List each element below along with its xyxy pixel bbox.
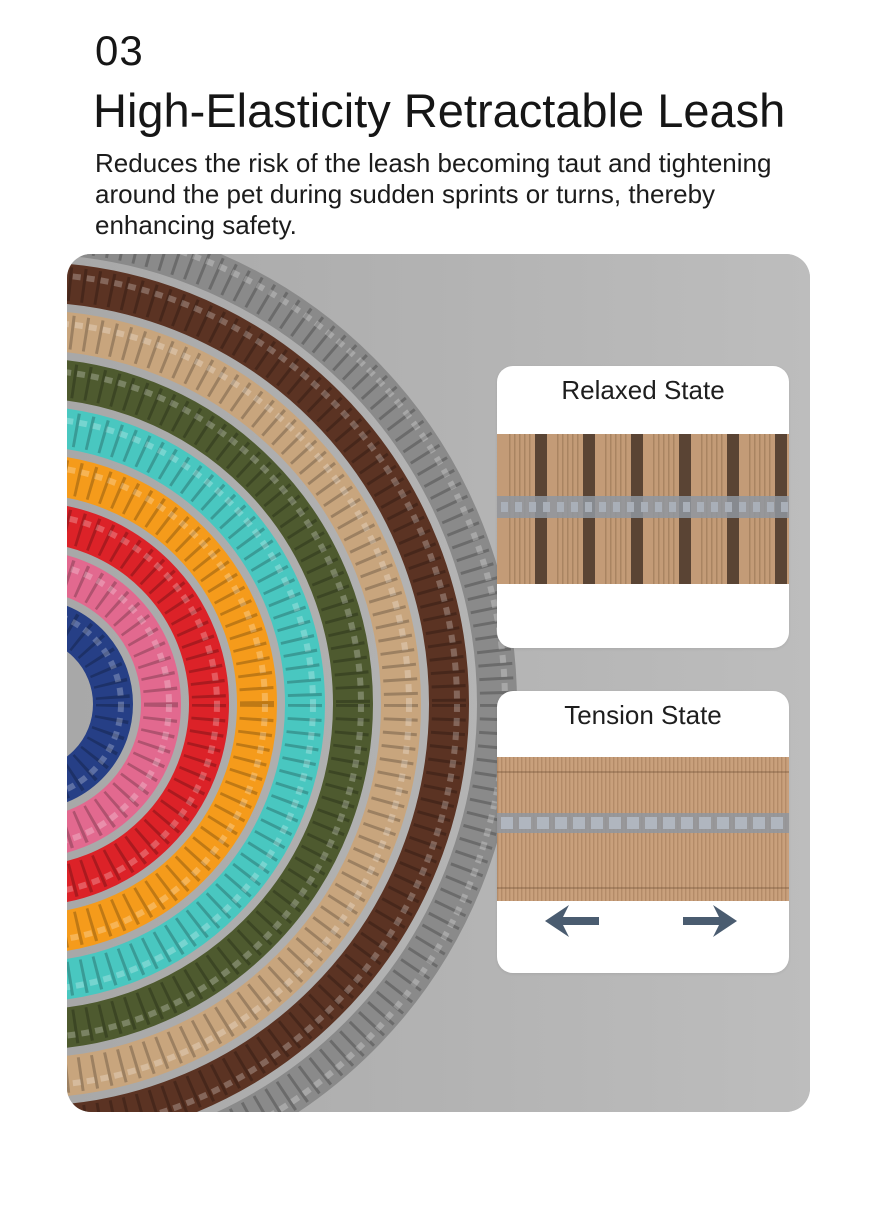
reflective-stitch	[609, 817, 621, 829]
reflective-stitch	[501, 817, 513, 829]
reflective-stitch	[585, 502, 592, 512]
rope-highlight	[67, 515, 220, 893]
reflective-stitch	[739, 502, 746, 512]
feature-title: High-Elasticity Retractable Leash	[93, 84, 786, 137]
reflective-stitch	[519, 817, 531, 829]
reflective-stitch	[571, 502, 578, 512]
rope-highlight	[67, 564, 172, 844]
reflective-stitch	[735, 817, 747, 829]
relaxed-state-label: Relaxed State	[561, 375, 725, 405]
reflective-stitch	[627, 502, 634, 512]
webbing-edge	[497, 771, 789, 773]
reflective-stitch	[627, 817, 639, 829]
reflective-stitch	[767, 502, 774, 512]
rope-highlight	[67, 417, 316, 991]
tension-state-label: Tension State	[564, 700, 722, 730]
rope-braid-texture	[67, 609, 130, 799]
rope-braid-texture	[67, 363, 370, 1045]
reflective-stitch	[599, 502, 606, 512]
reflective-stitch	[663, 817, 675, 829]
arrow-left-icon	[545, 905, 599, 937]
rope-coil	[67, 506, 229, 902]
rope-braid-texture	[67, 558, 178, 850]
rope-highlight	[67, 615, 124, 793]
reflective-stitch	[711, 502, 718, 512]
reflective-stitch	[699, 817, 711, 829]
reflective-stitch	[557, 502, 564, 512]
rope-braid-texture	[67, 411, 322, 997]
feature-description: Reduces the risk of the leash becoming t…	[95, 148, 772, 240]
reflective-stitch	[501, 502, 508, 512]
rope-braid-texture	[67, 460, 274, 948]
rope-coil	[67, 605, 133, 803]
reflective-stitch	[537, 817, 549, 829]
reflective-stitch	[725, 502, 732, 512]
rope-highlight	[67, 466, 268, 942]
reflective-stitch	[683, 502, 690, 512]
reflective-stitch	[669, 502, 676, 512]
reflective-stitch	[515, 502, 522, 512]
rope-braid-texture	[67, 266, 466, 1112]
reflective-stitch	[697, 502, 704, 512]
tension-webbing-image	[497, 757, 789, 901]
reflective-stitch	[681, 817, 693, 829]
reflective-stitch	[771, 817, 783, 829]
rope-braid-texture	[67, 315, 418, 1093]
reflective-stitch	[555, 817, 567, 829]
arrow-right-icon	[683, 905, 737, 937]
relaxed-webbing-image	[497, 434, 789, 584]
reflective-stitch	[655, 502, 662, 512]
feature-number: 03	[95, 27, 144, 74]
reflective-stitch	[529, 502, 536, 512]
rope-highlight	[67, 272, 460, 1112]
rope-highlight	[67, 369, 364, 1039]
rope-highlight	[67, 321, 412, 1087]
webbing-edge	[497, 887, 789, 889]
reflective-stitch	[753, 817, 765, 829]
reflective-stitch	[641, 502, 648, 512]
reflective-stitch	[781, 502, 788, 512]
reflective-stitch	[645, 817, 657, 829]
rope-braid-texture	[67, 509, 226, 899]
reflective-stitch	[591, 817, 603, 829]
product-photo-panel: Relaxed State Tension State	[67, 254, 810, 1112]
reflective-stitch	[573, 817, 585, 829]
reflective-stitch	[613, 502, 620, 512]
reflective-stitch	[543, 502, 550, 512]
rope-coil	[67, 457, 277, 951]
rope-coil	[67, 360, 373, 1048]
relaxed-state-card: Relaxed State	[497, 366, 789, 648]
reflective-stitch	[753, 502, 760, 512]
rope-coil	[67, 408, 325, 1000]
rope-coil	[67, 263, 469, 1112]
reflective-stitch	[717, 817, 729, 829]
rope-coil	[67, 312, 421, 1096]
rope-coil	[67, 555, 181, 853]
tension-state-card: Tension State	[497, 691, 789, 973]
